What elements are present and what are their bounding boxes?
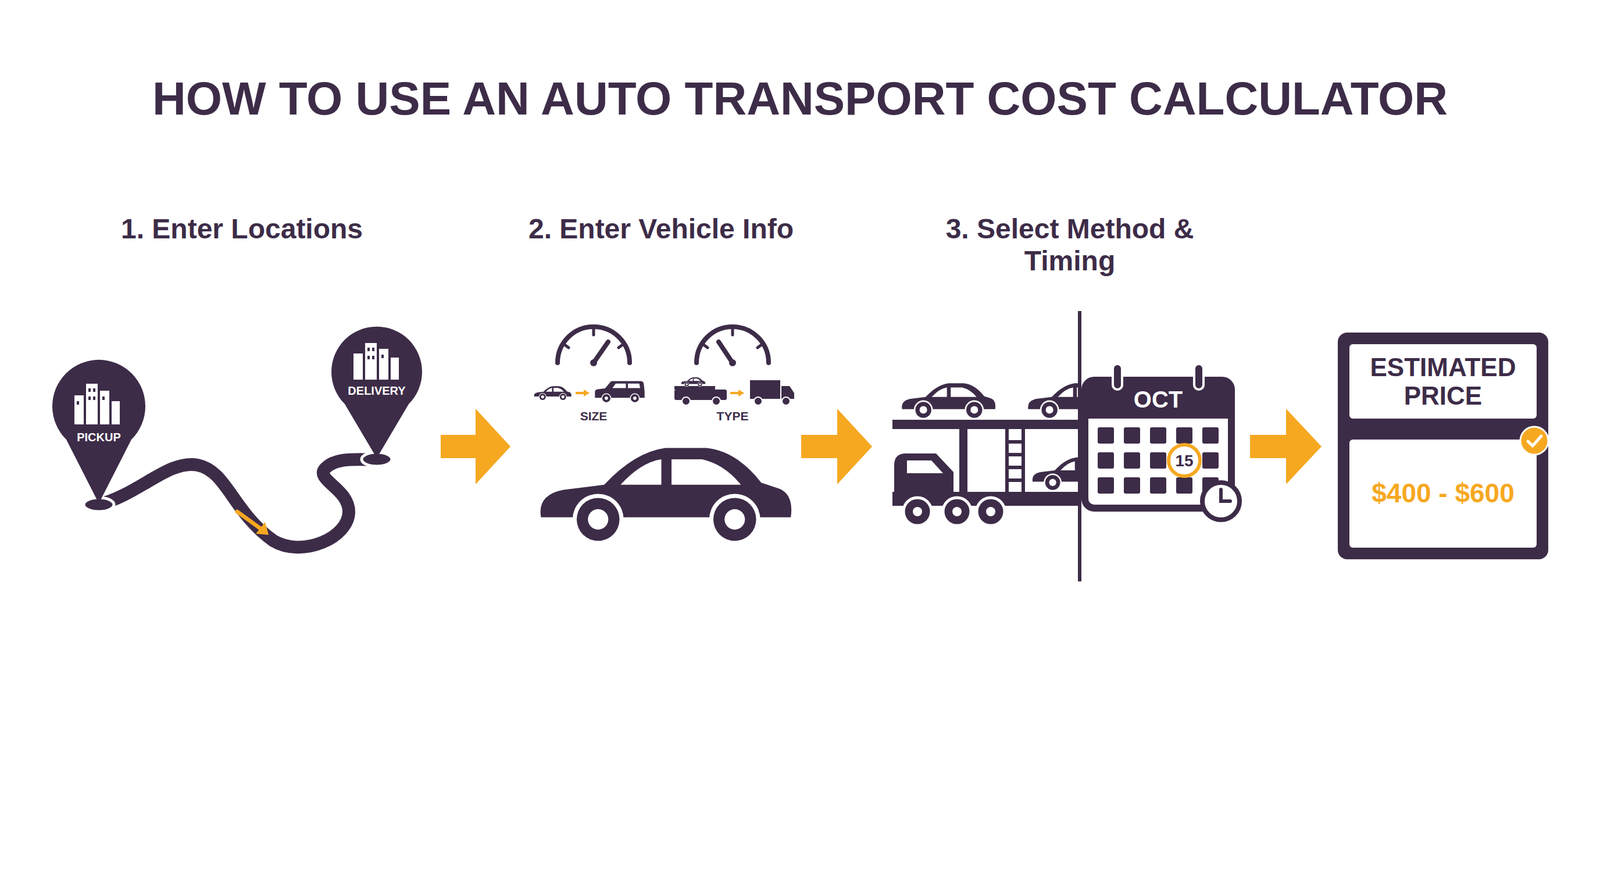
size-gauge	[557, 326, 630, 367]
calendar-day	[1176, 427, 1193, 444]
calendar-day	[1176, 477, 1193, 494]
calendar	[1084, 363, 1240, 520]
type-gauge	[696, 326, 769, 367]
calendar-day	[1150, 477, 1167, 494]
icon-label: SIZE	[580, 409, 608, 424]
calendar-day	[1202, 452, 1219, 469]
calendar-day	[1150, 452, 1167, 469]
calendar-day	[1150, 427, 1167, 444]
size-icons	[533, 381, 645, 404]
month-label: OCT	[1133, 386, 1183, 413]
calendar-day	[1123, 452, 1141, 469]
box-heading: ESTIMATED PRICE	[1356, 352, 1530, 411]
icon-label: TYPE	[716, 409, 749, 424]
pickup-pin	[52, 359, 146, 512]
vehicle-car	[540, 448, 792, 546]
price-heading-panel: ESTIMATED PRICE	[1349, 344, 1537, 419]
calendar-day	[1097, 477, 1114, 494]
title: HOW TO USE AN AUTO TRANSPORT COST CALCUL…	[152, 72, 1448, 126]
step-heading: 1. Enter Locations	[120, 212, 363, 245]
type-icons	[674, 377, 795, 406]
step-heading: 3. Select Method & Timing	[924, 212, 1216, 277]
price-value: $400 - $600	[1371, 478, 1515, 509]
car-carrier	[892, 383, 1079, 526]
pin-label: PICKUP	[76, 430, 121, 445]
pin-label: DELIVERY	[347, 384, 406, 398]
delivery-pin	[331, 326, 423, 467]
calendar-day	[1097, 427, 1114, 444]
route-road	[98, 459, 377, 548]
calendar-day	[1097, 452, 1114, 469]
price-box: ESTIMATED PRICE $400 - $600	[1337, 332, 1549, 560]
date-label: 15	[1175, 451, 1194, 471]
price-value-panel: $400 - $600	[1349, 439, 1537, 548]
calendar-day	[1123, 427, 1141, 444]
divider-line	[1077, 311, 1082, 582]
step-heading: 2. Enter Vehicle Info	[528, 212, 794, 245]
calendar-day	[1202, 427, 1219, 444]
check-badge	[1518, 424, 1551, 457]
calendar-day	[1123, 477, 1141, 494]
